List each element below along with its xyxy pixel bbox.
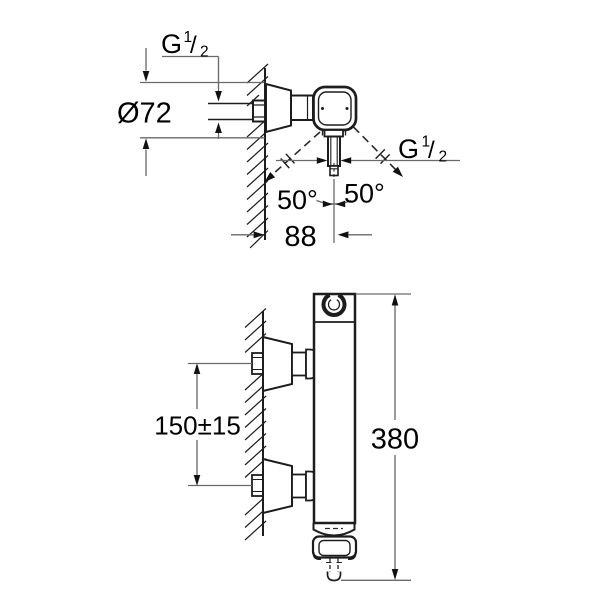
handle-pin-right: [345, 107, 349, 110]
dim-angles: 50° 50°: [277, 179, 385, 216]
handle-outer: [312, 85, 358, 132]
label-angle-left: 50°: [277, 185, 318, 215]
arrow-up: [193, 363, 201, 374]
dim-height: 380: [341, 293, 419, 581]
angle-arc: [316, 199, 352, 205]
arrow-up: [215, 122, 222, 133]
thread-label-numerator: 1: [422, 134, 431, 151]
outlet-pipe-inner: [330, 136, 338, 166]
thread-label-slash: /: [190, 32, 197, 59]
label-height: 380: [371, 424, 419, 456]
shower-holder-ring-inner: [327, 299, 341, 311]
thread-label-base: G: [161, 29, 182, 59]
arrow-up: [391, 294, 399, 306]
label-wall-offset: 88: [284, 221, 316, 253]
mixer-body: [312, 292, 357, 525]
union-top: [251, 335, 319, 393]
thread-label-base: G: [398, 134, 419, 164]
supply-pipe-top: [208, 99, 273, 123]
label-outlet-thread: G 1 / 2: [398, 134, 447, 166]
wall-section-top: [246, 63, 269, 249]
swivel-axis-left: [267, 131, 321, 180]
arrow-up: [142, 138, 150, 149]
outlet-cup: [326, 571, 342, 582]
escutcheon-top-view: [265, 82, 292, 134]
arrow-down: [391, 569, 399, 580]
arrow-down: [193, 475, 201, 486]
label-angle-right: 50°: [344, 179, 385, 209]
thread-label-denominator: 2: [439, 149, 448, 166]
union-cylinder: [291, 351, 307, 377]
union-cylinder: [291, 473, 307, 499]
escutcheon: [262, 335, 293, 393]
swivel-axis-right: [352, 126, 401, 175]
handle-pin-left: [321, 107, 324, 110]
neck: [290, 94, 314, 121]
pipe-lines: [208, 102, 253, 121]
arrow-down: [142, 71, 150, 82]
label-connection-spacing: 150±15: [154, 411, 241, 441]
shower-holder-ring: [321, 293, 347, 318]
arc-arrow-left: [322, 200, 333, 208]
outlet-pipe: [327, 135, 341, 167]
arrow-left: [337, 231, 349, 239]
arrow-down: [215, 91, 222, 102]
valve-body-top-view: [290, 85, 358, 132]
dim-supply-thread: G 1 / 2: [161, 29, 222, 139]
handle-outer: [311, 535, 358, 559]
swivel-range-lines: [264, 126, 403, 182]
thread-mark-right: [375, 148, 391, 165]
extension-lines: [188, 362, 252, 487]
thread-label-slash: /: [428, 137, 435, 164]
arrow-right: [316, 157, 328, 164]
thread-label-denominator: 2: [200, 44, 209, 61]
outlet-flange-nubs: [321, 131, 347, 136]
handle-cap: [312, 523, 356, 537]
dim-wall-offset: 88: [231, 221, 372, 253]
arrow-right: [253, 231, 265, 239]
arc-arrow-right: [335, 200, 346, 208]
escutcheon: [262, 457, 293, 515]
handle-inner: [318, 539, 351, 557]
extension-lines: [341, 293, 411, 581]
dim-connection-spacing: 150±15: [154, 362, 252, 487]
arrow-left: [340, 157, 352, 164]
handle-inner: [317, 91, 352, 126]
thread-label-numerator: 1: [184, 29, 193, 46]
label-diameter: Ø72: [117, 98, 172, 130]
control-handle: [311, 523, 358, 582]
outlet-hidden-lines: [329, 558, 339, 572]
top-view: G 1 / 2 Ø72 G 1 / 2: [117, 29, 460, 253]
dim-escutcheon-diameter: Ø72: [117, 48, 265, 176]
union-bottom: [251, 457, 319, 515]
label-supply-thread: G 1 / 2: [161, 29, 209, 61]
swivel-arrow-right: [392, 166, 403, 177]
front-view: 150±15 380: [154, 292, 419, 582]
handle-feet: [312, 551, 357, 561]
swivel-arrow-left: [264, 172, 276, 182]
wall-hatching: [246, 63, 269, 249]
dim-outlet-thread: G 1 / 2: [276, 134, 460, 166]
dim-leader: [162, 55, 220, 92]
body-outline: [312, 292, 357, 525]
extension-lines: [140, 81, 265, 139]
